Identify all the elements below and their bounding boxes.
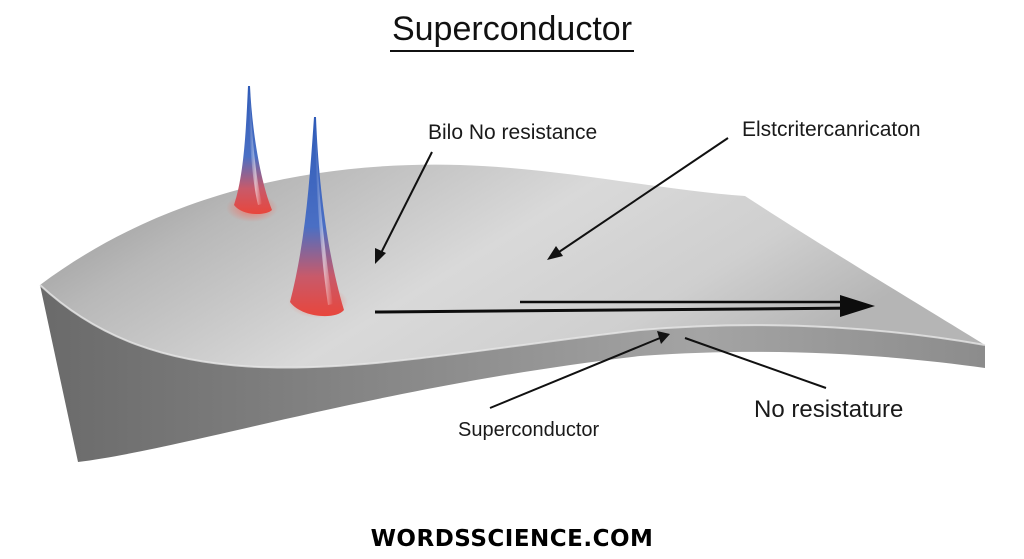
- spike-right: [290, 117, 344, 317]
- pointer-arrow-top-right: [547, 137, 729, 260]
- pointer-arrow-bottom-right: [684, 337, 827, 389]
- slab-edge-highlight: [39, 284, 986, 369]
- label-elstcritercanricaton: Elstcritercanricaton: [742, 118, 921, 141]
- pointer-arrow-bottom-left: [489, 331, 670, 409]
- label-no-resistature: No resistature: [754, 396, 904, 423]
- spike-left-shine: [249, 95, 262, 205]
- spike-right-shine: [315, 130, 333, 305]
- watermark: WORDSSCIENCE.COM: [370, 526, 654, 552]
- current-line-lower: [374, 306, 863, 314]
- label-bilo-no-resistance: Bilo No resistance: [428, 121, 598, 144]
- label-superconductor: Superconductor: [458, 419, 600, 441]
- diagram-title: Superconductor: [0, 10, 1024, 52]
- slab-edge: [40, 285, 985, 462]
- pointer-arrow-top-left: [375, 151, 433, 264]
- current-arrowhead: [840, 295, 875, 317]
- diagram-title-text: Superconductor: [389, 10, 635, 52]
- slab-top-surface: [40, 164, 985, 368]
